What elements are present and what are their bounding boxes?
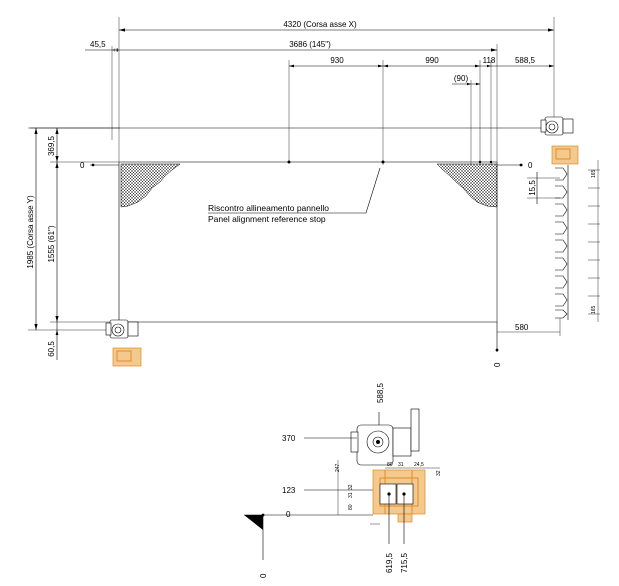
bottom-left-machine-head — [105, 319, 142, 367]
left-pod — [120, 163, 498, 208]
segment-930-label: 930 — [330, 56, 344, 65]
detail-small-80: 80 — [387, 462, 393, 468]
segment-990-label: 990 — [425, 56, 439, 65]
detail-123: 123 — [282, 486, 296, 495]
detail-zero-h: 0 — [286, 510, 291, 519]
clamp-pitch-top: 165 — [591, 169, 597, 178]
right-upper-dim: 15,5 — [528, 180, 537, 196]
alignment-note: Riscontro allineamento pannello Panel al… — [208, 167, 381, 224]
segment-90-label: (90) — [454, 74, 469, 83]
detail-zero-v: 0 — [259, 573, 268, 578]
detail-small-31b: 31 — [348, 492, 354, 498]
zero-reference-right: 0 — [497, 161, 533, 170]
top-dimension-segments: 930 990 118 588,5 (90) — [288, 56, 554, 165]
panel-outline — [30, 127, 548, 323]
segment-118-label: 118 — [483, 56, 496, 65]
detail-small-32: 32 — [436, 470, 442, 476]
panel-height-label: 1555 (61") — [47, 225, 56, 262]
right-lower-dim: 580 — [515, 323, 529, 332]
detail-small-32b: 32 — [348, 484, 354, 490]
zero-left-label: 0 — [80, 161, 85, 170]
zero-reference-left: 0 — [80, 161, 119, 170]
right-offset-label: 588,5 — [515, 56, 536, 65]
panel-width-label: 3686 (145") — [289, 40, 331, 49]
detail-view: 588,5 370 123 247 80 31 32 80 31 — [244, 382, 442, 578]
note-line2: Panel alignment reference stop — [208, 214, 326, 224]
top-dimension-panel: 45,5 3686 (145") — [85, 40, 498, 170]
overall-travel-label: 4320 (Corsa asse X) — [283, 20, 357, 29]
detail-small-31: 31 — [398, 462, 404, 468]
detail-370: 370 — [282, 434, 296, 443]
detail-small-80b: 80 — [348, 504, 354, 510]
right-lower-dimension: 580 — [497, 318, 561, 336]
top-offset-label: 369,5 — [47, 135, 56, 156]
detail-small-245: 24,5 — [414, 462, 424, 468]
clamp-rail: 165 165 15,5 — [527, 160, 600, 322]
zero-bottom-label: 0 — [493, 362, 502, 367]
clamp-set — [555, 167, 568, 319]
left-dimensions: 1985 (Corsa asse Y) 369,5 1555 (61") 60,… — [26, 127, 120, 360]
bottom-offset-label: 60,5 — [47, 341, 56, 357]
reference-stops — [287, 160, 493, 164]
travel-y-label: 1985 (Corsa asse Y) — [26, 195, 35, 269]
clamp-ticks — [588, 169, 600, 315]
note-line1: Riscontro allineamento pannello — [208, 203, 329, 213]
detail-bottom-1: 619,5 — [385, 552, 394, 573]
top-right-machine-head — [540, 116, 579, 165]
zero-reference-bottom: 0 — [493, 322, 502, 367]
left-offset-label: 45,5 — [90, 40, 106, 49]
clamp-pitch-bottom: 165 — [591, 305, 597, 314]
detail-top-value: 588,5 — [376, 382, 385, 403]
detail-bottom-2: 715,5 — [400, 552, 409, 573]
detail-small-247: 247 — [335, 463, 341, 472]
zero-right-label: 0 — [528, 161, 533, 170]
